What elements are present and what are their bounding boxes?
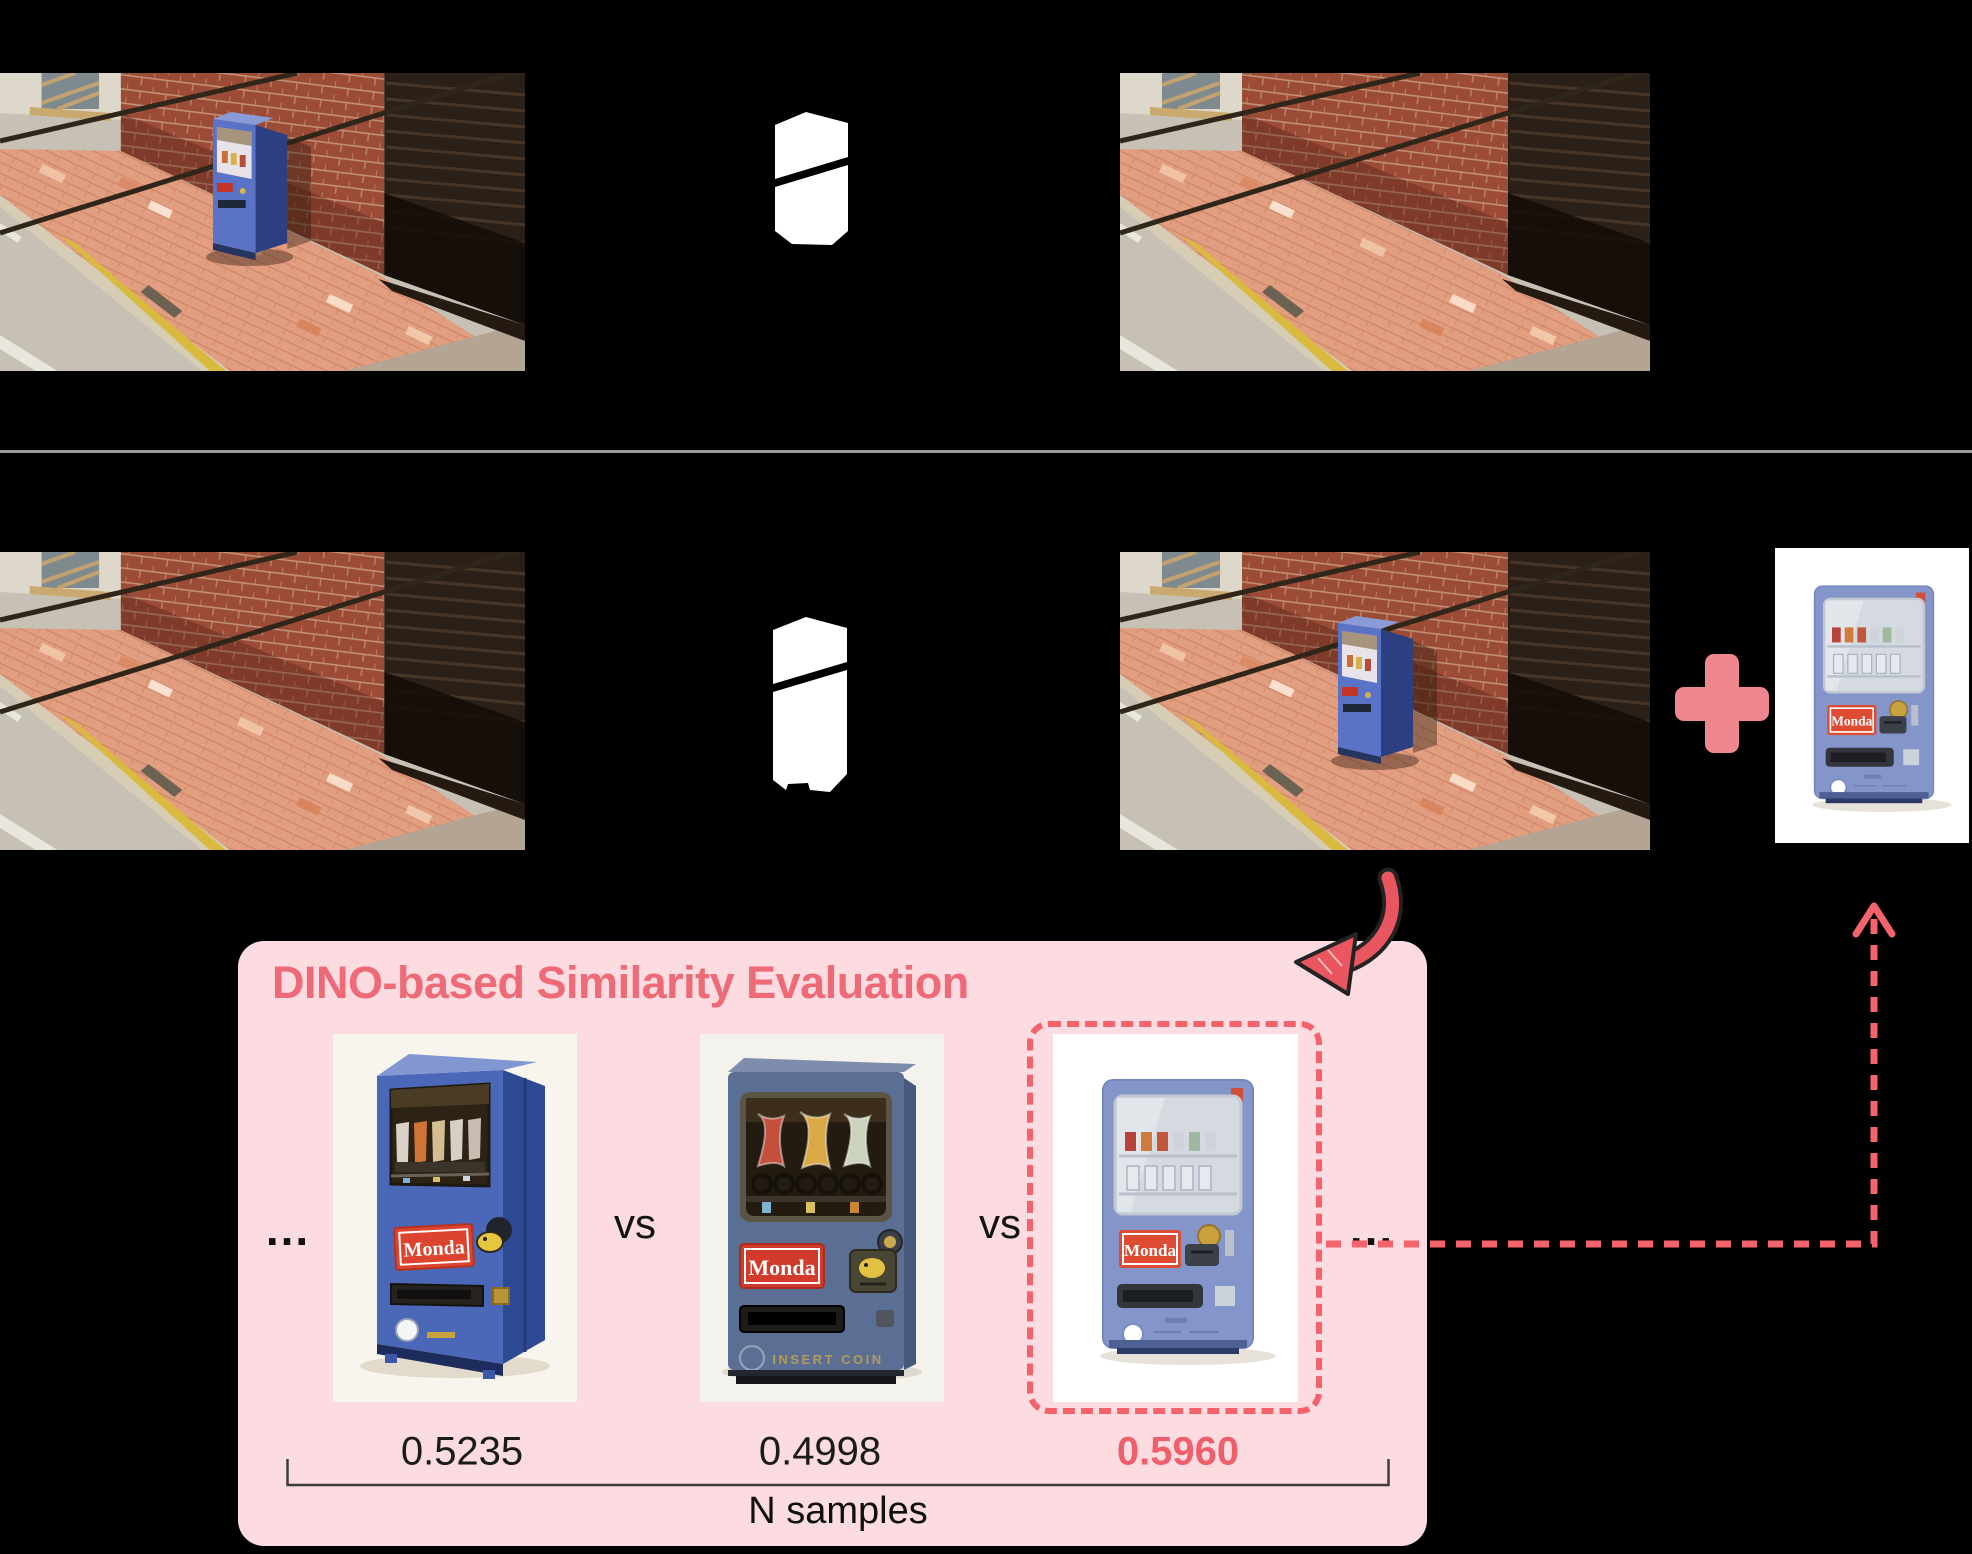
reference-object-image: Monda [1775,548,1969,843]
score-3-highlighted: 0.5960 [1116,1429,1240,1474]
original-scene-image [0,73,525,371]
up-dashed-arrow-icon [1320,878,1900,1265]
dino-panel: DINO-based Similarity Evaluation [238,941,1427,1546]
brand-label: Monda [748,1255,815,1280]
composited-scene-image [1120,552,1650,850]
separator-line [0,450,1972,453]
brand-label: Monda [1124,1241,1176,1260]
best-candidate-outline [1027,1021,1322,1414]
vs-label-2: vs [979,1200,1021,1247]
score-2: 0.4998 [758,1429,882,1474]
n-samples-label: N samples [748,1490,928,1532]
score-1: 0.5235 [400,1429,524,1474]
plus-icon [1675,654,1769,758]
candidate-3-image: Monda [1053,1034,1298,1402]
brand-label: Monda [1831,714,1872,729]
ellipsis-left: ... [265,1203,311,1255]
insertion-mask-image [560,552,1090,850]
curved-arrow-icon [1288,866,1428,1021]
object-mask-shape [773,617,847,792]
candidate-1-image: Monda [333,1034,577,1402]
background-scene-image [0,552,525,850]
removal-mask-image [560,73,1090,371]
inpainted-scene-image [1120,73,1650,371]
insert-coin-label: INSERT COIN [772,1352,883,1367]
object-mask-shape [775,112,848,245]
n-samples-bracket [286,1459,1390,1487]
brand-label: Monda [403,1236,465,1261]
panel-title: DINO-based Similarity Evaluation [272,957,969,1008]
candidate-2-image: Monda INSERT COIN [700,1034,944,1402]
vs-label-1: vs [614,1200,656,1247]
